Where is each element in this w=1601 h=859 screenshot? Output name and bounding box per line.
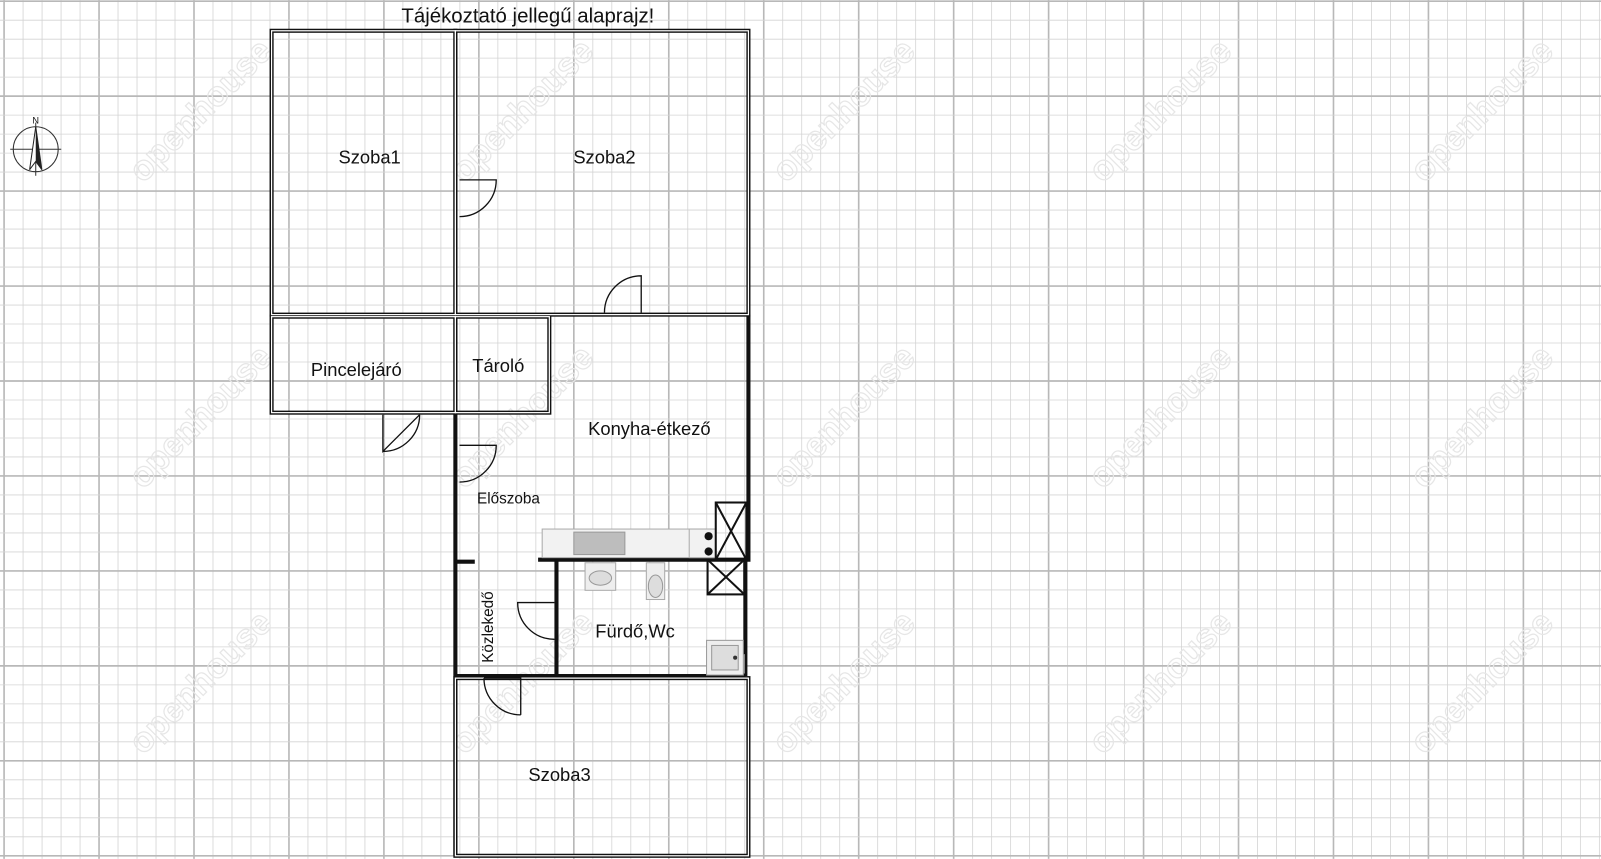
room-label-szoba2: Szoba2 [573, 147, 635, 168]
room-label-furdo: Fürdő,Wc [595, 620, 675, 641]
door-pincelejaro [382, 414, 421, 454]
cabinet-icon [706, 501, 748, 596]
watermark: openhouse [765, 604, 923, 762]
door-furdo [517, 601, 555, 640]
watermark: openhouse [122, 604, 280, 762]
watermark: openhouse [1403, 32, 1561, 190]
watermarks: openhouse openhouse openhouse openhouse open… [121, 31, 1561, 762]
room-label-pincelejaro: Pincelejáró [311, 359, 402, 380]
north-label: N [32, 116, 39, 126]
plan-title: Tájékoztató jellegű alaprajz! [401, 6, 654, 28]
wall-inner-lines [270, 30, 750, 857]
room-label-tarolo: Tároló [472, 355, 524, 376]
door-szoba3 [483, 677, 522, 716]
sink-icon [573, 531, 626, 556]
door-eloszoba [459, 444, 497, 483]
room-label-konyha: Konyha-étkező [588, 418, 710, 439]
door-szoba2-bottom [603, 275, 642, 313]
watermark: openhouse [1082, 604, 1240, 762]
room-label-kozlekedo: Közlekedő [480, 591, 497, 662]
room-label-szoba1: Szoba1 [338, 147, 400, 168]
room-label-szoba3: Szoba3 [528, 764, 590, 785]
watermark: openhouse [443, 604, 601, 762]
watermark: openhouse [122, 32, 280, 190]
north-arrow-icon: N [10, 116, 62, 176]
watermark: openhouse [1082, 32, 1240, 190]
room-label-eloszoba: Előszoba [477, 491, 540, 508]
door-szoba2 [459, 179, 497, 218]
watermark: openhouse [1403, 604, 1561, 762]
bathroom-fixtures [584, 562, 745, 676]
kitchen-counter [541, 501, 748, 596]
doors [382, 179, 642, 716]
watermark: openhouse [765, 32, 923, 190]
